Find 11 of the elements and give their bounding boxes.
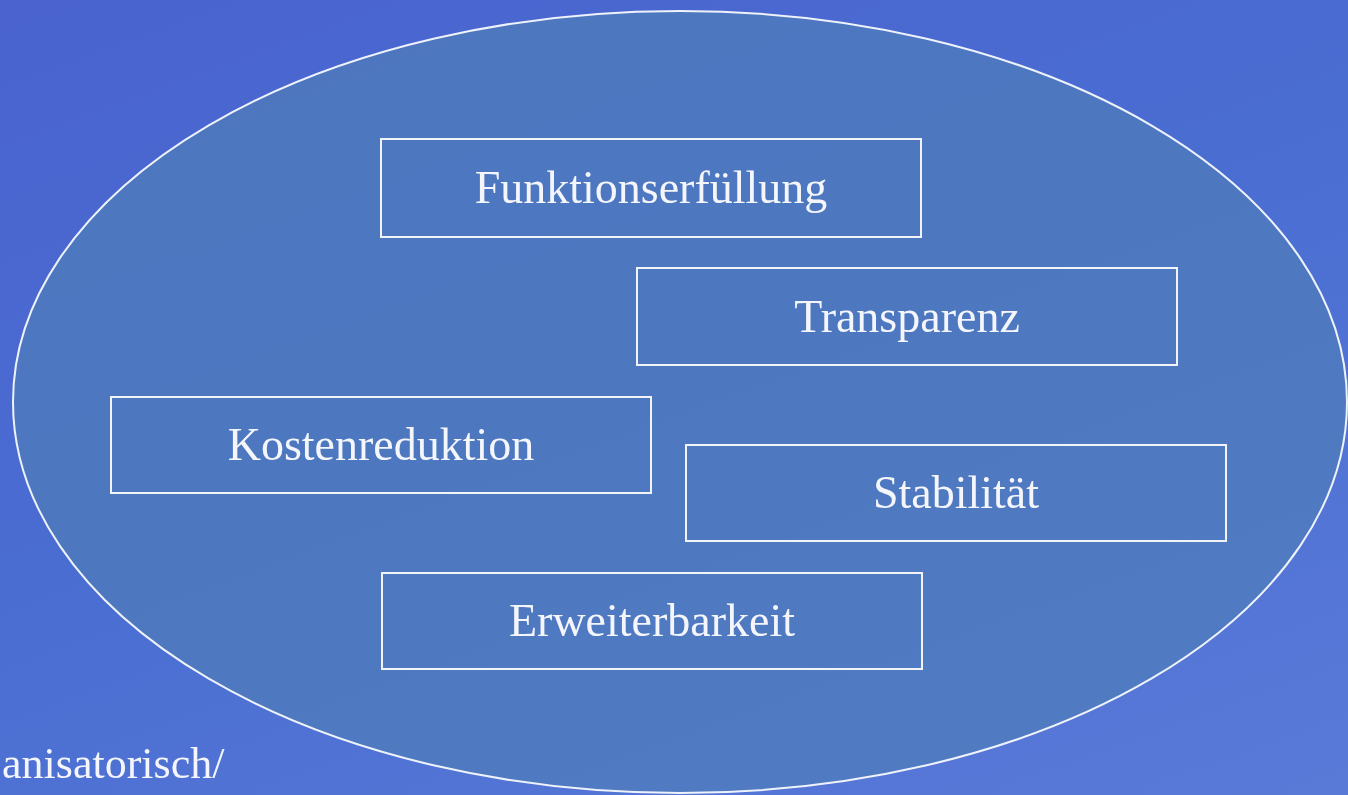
text-box <box>380 138 922 238</box>
text-box <box>110 396 652 494</box>
text-box <box>636 267 1178 366</box>
text-box <box>685 444 1227 542</box>
caption-text: anisatorisch/ <box>2 742 225 786</box>
box-label: Erweiterbarkeit <box>508 598 796 644</box>
box-label: Transparenz <box>794 293 1020 340</box>
box-label: Funktionserfüllung <box>474 165 828 211</box>
text-box <box>381 572 923 670</box>
box-label: Stabilität <box>872 470 1040 516</box>
box-label: Kostenreduktion <box>227 422 535 468</box>
